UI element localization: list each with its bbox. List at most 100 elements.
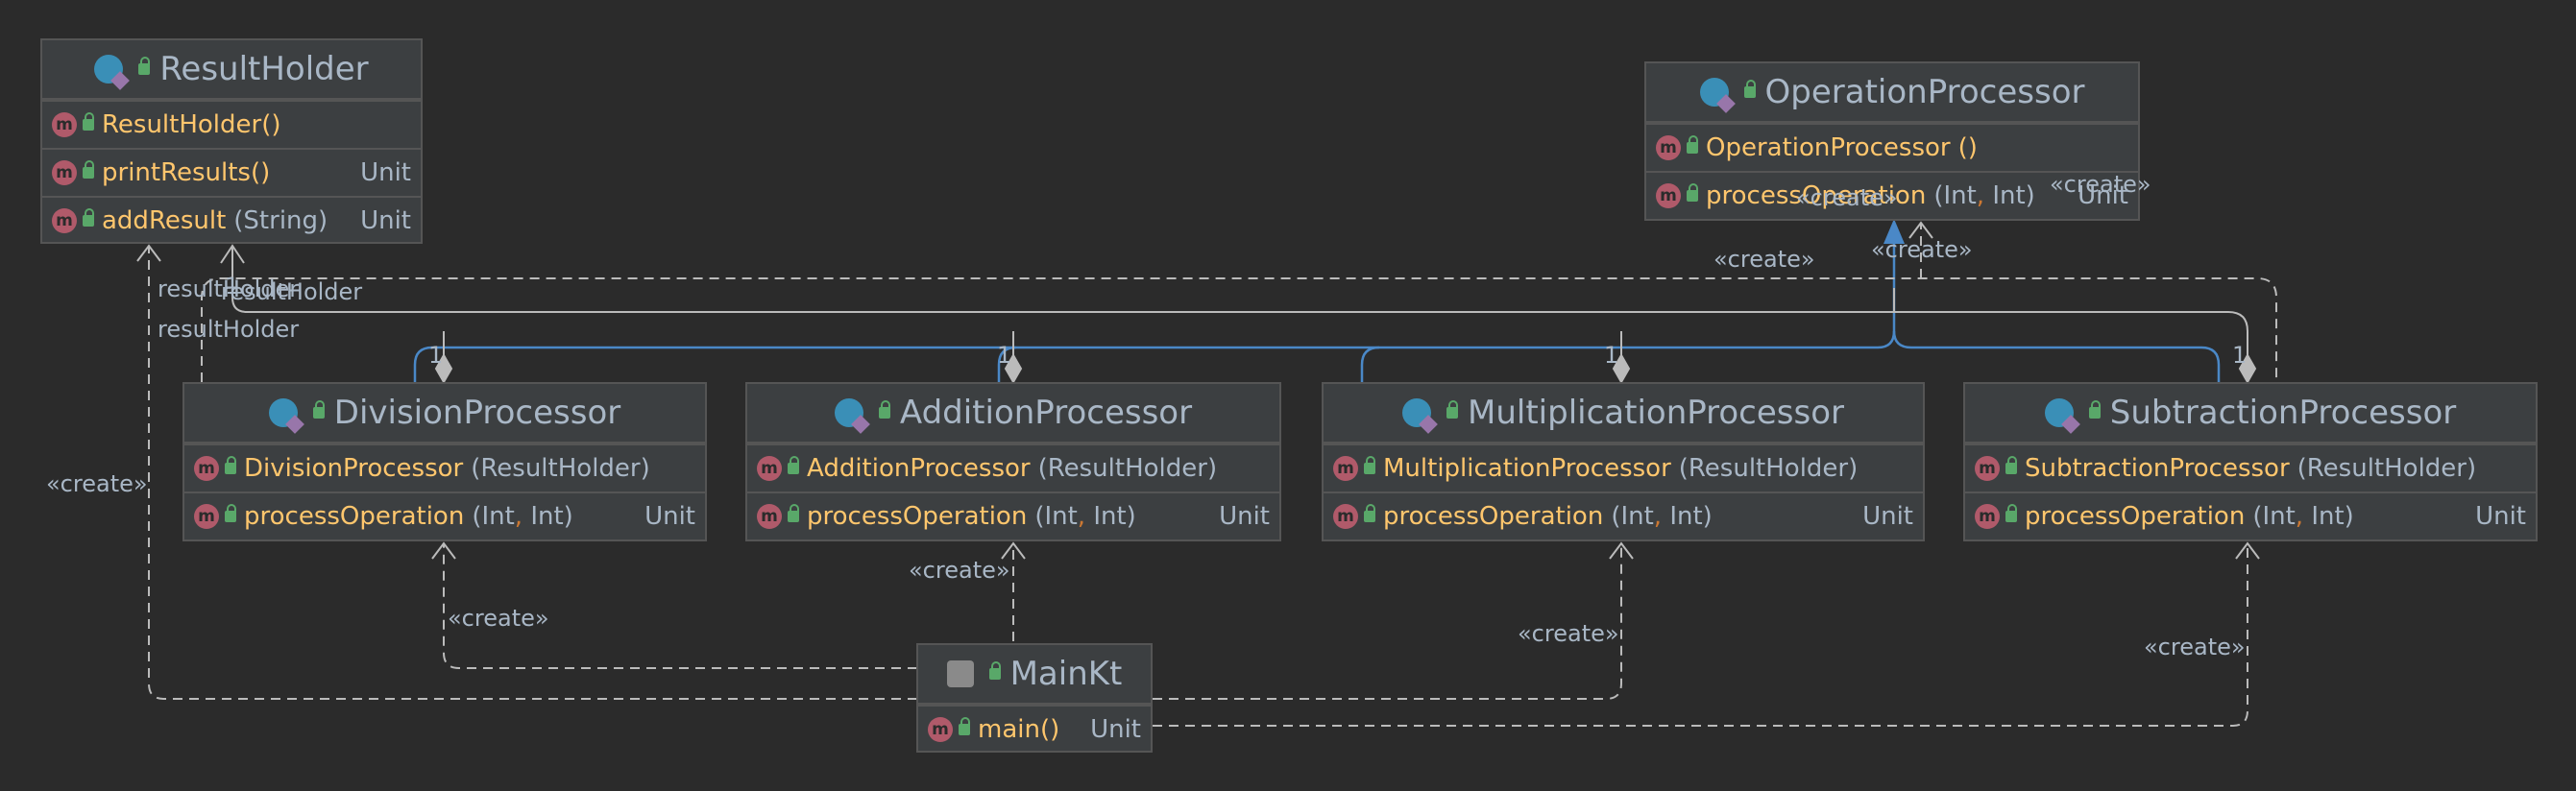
member-row[interactable]: m processOperation (Int, Int) Unit xyxy=(1324,491,1923,539)
method-icon: m xyxy=(757,504,782,529)
inherit-division xyxy=(413,230,1896,382)
class-result-holder[interactable]: ResultHolder m ResultHolder () m printRe… xyxy=(40,38,423,244)
constructor-name: DivisionProcessor xyxy=(244,454,464,483)
public-lock-icon xyxy=(988,661,1001,680)
class-icon xyxy=(1699,78,1729,107)
method-params: (Int, Int) xyxy=(2252,502,2354,531)
public-lock-icon xyxy=(788,504,799,522)
method-name: printResults xyxy=(102,158,251,187)
create-resultholder-2 xyxy=(201,277,2277,382)
member-row[interactable]: m main () Unit xyxy=(918,705,1151,753)
method-icon: m xyxy=(1333,456,1358,481)
member-row[interactable]: m addResult (String) Unit xyxy=(42,196,421,244)
return-type: Unit xyxy=(644,502,695,531)
class-division-processor[interactable]: DivisionProcessor m DivisionProcessor (R… xyxy=(182,382,707,541)
member-row[interactable]: m OperationProcessor () xyxy=(1646,123,2138,171)
public-lock-icon xyxy=(1364,504,1375,522)
constructor-name: AdditionProcessor xyxy=(807,454,1031,483)
label-multiplicity: 1 xyxy=(428,342,444,369)
class-icon xyxy=(834,398,863,427)
constructor-name: OperationProcessor xyxy=(1706,133,1951,162)
public-lock-icon xyxy=(138,57,151,75)
public-lock-icon xyxy=(83,160,94,179)
method-name: processOperation xyxy=(1383,502,1604,531)
create-subtraction xyxy=(1153,543,2248,727)
label-result-holder: resultHolder xyxy=(158,276,300,302)
member-row[interactable]: m processOperation (Int, Int) Unit xyxy=(1965,491,2536,539)
method-name: processOperation xyxy=(2025,502,2246,531)
class-multiplication-processor[interactable]: MultiplicationProcessor m Multiplication… xyxy=(1322,382,1925,541)
method-params: (Int, Int) xyxy=(1034,502,1136,531)
member-row[interactable]: m ResultHolder () xyxy=(42,100,421,148)
method-icon: m xyxy=(928,717,953,742)
member-row[interactable]: m printResults () Unit xyxy=(42,148,421,196)
class-header: AdditionProcessor xyxy=(747,384,1279,443)
label-multiplicity: 1 xyxy=(997,342,1012,369)
method-icon: m xyxy=(52,208,77,233)
create-division xyxy=(443,543,917,669)
method-icon: m xyxy=(1656,183,1681,208)
public-lock-icon xyxy=(1687,183,1698,202)
composition-division xyxy=(231,246,2248,363)
member-row[interactable]: m processOperation (Int, Int) Unit xyxy=(1646,171,2138,219)
constructor-params: () xyxy=(1957,133,1978,162)
method-name: main xyxy=(978,715,1040,744)
class-header: DivisionProcessor xyxy=(184,384,705,443)
public-lock-icon xyxy=(2005,504,2017,522)
public-lock-icon xyxy=(83,112,94,131)
label-multiplicity: 1 xyxy=(2232,342,2248,369)
label-create: «create» xyxy=(2050,171,2151,198)
method-name: addResult xyxy=(102,206,227,235)
class-addition-processor[interactable]: AdditionProcessor m AdditionProcessor (R… xyxy=(745,382,1281,541)
public-lock-icon xyxy=(225,456,236,474)
member-row[interactable]: m processOperation (Int, Int) Unit xyxy=(184,491,705,539)
class-title: SubtractionProcessor xyxy=(2109,394,2457,432)
method-icon: m xyxy=(194,504,219,529)
kotlin-file-icon xyxy=(946,660,974,687)
class-subtraction-processor[interactable]: SubtractionProcessor m SubtractionProces… xyxy=(1963,382,2538,541)
method-icon: m xyxy=(52,112,77,137)
class-icon xyxy=(268,398,298,427)
composition-edges xyxy=(220,244,2257,385)
member-row[interactable]: m DivisionProcessor (ResultHolder) xyxy=(184,443,705,491)
return-type: Unit xyxy=(2475,502,2526,531)
return-type: Unit xyxy=(2078,181,2128,210)
public-lock-icon xyxy=(2088,400,2101,419)
method-name: processOperation xyxy=(807,502,1028,531)
method-icon: m xyxy=(1975,504,2000,529)
constructor-name: MultiplicationProcessor xyxy=(1383,454,1671,483)
public-lock-icon xyxy=(1446,400,1458,419)
inheritance-edges xyxy=(413,219,2221,382)
resultholder-arrow xyxy=(220,244,245,264)
public-lock-icon xyxy=(2005,456,2017,474)
method-params: (String) xyxy=(233,206,328,235)
member-row[interactable]: m processOperation (Int, Int) Unit xyxy=(747,491,1279,539)
return-type: Unit xyxy=(1090,715,1141,744)
label-result-holder: resultHolder xyxy=(158,316,300,343)
method-params: () xyxy=(250,158,271,187)
method-icon: m xyxy=(1975,456,2000,481)
public-lock-icon xyxy=(959,717,970,735)
class-title: AdditionProcessor xyxy=(899,394,1193,432)
method-name: processOperation xyxy=(1706,181,1927,210)
constructor-params: () xyxy=(261,110,281,139)
label-result-holder: resultHolder xyxy=(221,278,363,305)
class-main-kt[interactable]: MainKt m main () Unit xyxy=(916,643,1153,753)
label-create: «create» xyxy=(448,605,549,632)
member-row[interactable]: m MultiplicationProcessor (ResultHolder) xyxy=(1324,443,1923,491)
class-title: MainKt xyxy=(1009,655,1123,693)
class-title: DivisionProcessor xyxy=(333,394,621,432)
public-lock-icon xyxy=(788,456,799,474)
class-header: MultiplicationProcessor xyxy=(1324,384,1923,443)
public-lock-icon xyxy=(878,400,890,419)
method-params: (Int, Int) xyxy=(1933,181,2035,210)
label-multiplicity: 1 xyxy=(1604,342,1619,369)
method-icon: m xyxy=(757,456,782,481)
class-operation-processor[interactable]: OperationProcessor m OperationProcessor … xyxy=(1644,61,2140,221)
inherit-arrowhead xyxy=(1883,219,1905,244)
member-row[interactable]: m AdditionProcessor (ResultHolder) xyxy=(747,443,1279,491)
method-params: (Int, Int) xyxy=(472,502,573,531)
inherit-multiplication xyxy=(1360,346,1380,382)
member-row[interactable]: m SubtractionProcessor (ResultHolder) xyxy=(1965,443,2536,491)
